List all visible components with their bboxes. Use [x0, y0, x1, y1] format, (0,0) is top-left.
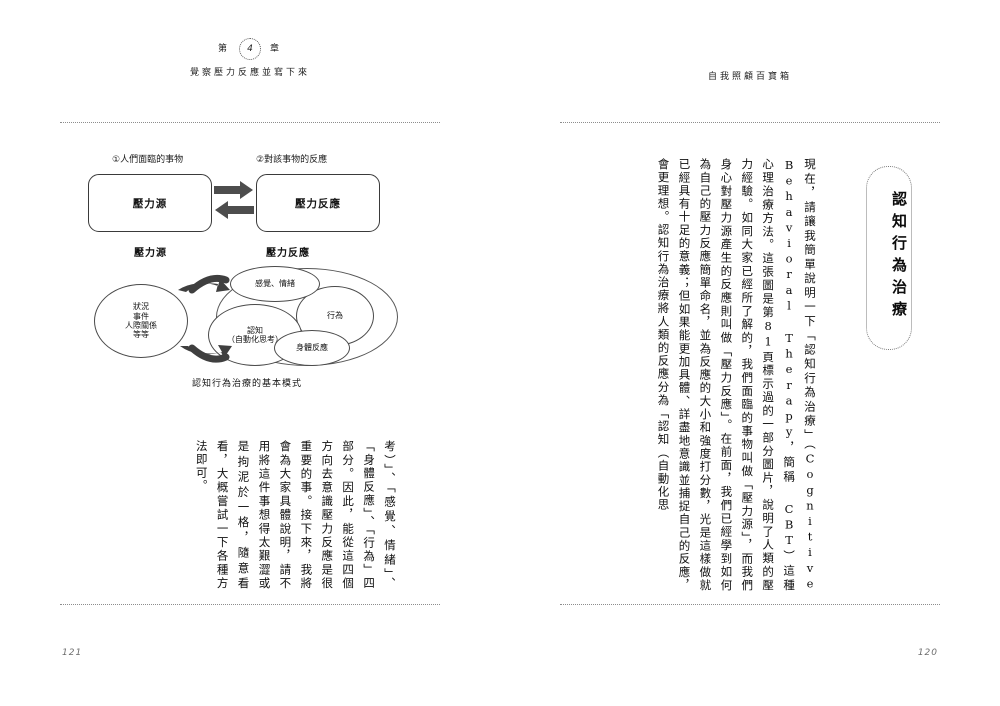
page-number-right: 120 — [917, 648, 938, 658]
figure1-label-a: ①人們面臨的事物 — [112, 155, 184, 165]
page-number-left: 121 — [62, 648, 83, 658]
page-rule-bottom-right — [560, 604, 940, 605]
page-rule-top-right — [560, 122, 940, 123]
section-title-frame — [866, 166, 912, 350]
figure-cbt-model: 壓力源 壓力反應 狀況 事件 人際關係 等等 行為 認知 （自動化思考） — [88, 244, 406, 394]
section-title: 認知行為治療 — [890, 191, 908, 323]
chapter-title: 覺察壓力反應並寫下來 — [189, 68, 310, 78]
figure2-ellipse-body-reaction: 身體反應 — [274, 330, 350, 366]
figure1-box-response: 壓力反應 — [256, 174, 380, 232]
figure2-ellipse-behavior-label: 行為 — [327, 311, 343, 321]
figure2-cycle-arrows — [178, 274, 232, 363]
figure2-ellipse-cognition-label: 認知 （自動化思考） — [227, 325, 283, 344]
figure2-ellipse-stressor-label: 狀況 事件 人際關係 等等 — [125, 302, 157, 340]
book-running-head: 自我照顧百寶箱 — [707, 72, 792, 82]
figure2-ellipse-feeling-label: 感覺、情緒 — [255, 279, 295, 289]
figure1-labels: ①人們面臨的事物 ②對該事物的反應 — [88, 152, 398, 170]
figure2-head-response: 壓力反應 — [266, 248, 310, 259]
figure-stressor-response: ①人們面臨的事物 ②對該事物的反應 壓力源 壓力反應 — [88, 152, 398, 242]
chapter-number-badge: 4 — [239, 38, 261, 60]
arrow-left-icon — [215, 201, 254, 219]
figure1-label-b: ②對該事物的反應 — [256, 155, 328, 165]
figure2-caption: 認知行為治療的基本模式 — [191, 379, 302, 389]
cycle-arrow-top-icon — [178, 279, 230, 292]
cycle-arrow-bottom-icon — [180, 345, 232, 358]
figure2-ellipse-feeling: 感覺、情緒 — [230, 266, 320, 302]
page-rule-top — [60, 122, 440, 123]
figure2-ellipse-body-label: 身體反應 — [296, 343, 328, 353]
figure1-boxes: 壓力源 壓力反應 — [88, 174, 398, 232]
chapter-prefix-label: 第 — [217, 43, 230, 54]
figure1-box-stressor: 壓力源 — [88, 174, 212, 232]
figure1-bidirectional-arrows — [214, 181, 254, 219]
figure2-ellipse-stressor-items: 狀況 事件 人際關係 等等 — [94, 284, 188, 358]
left-page-body-text: 考）」、「感覺、情緒」、「身體反應」、「行為」四部分。因此，能從這四個方向去意識… — [194, 440, 397, 590]
arrow-right-icon — [214, 181, 253, 199]
chapter-number-line: 第 4 章 — [0, 38, 500, 60]
chapter-running-head: 第 4 章 覺察壓力反應並寫下來 — [0, 38, 500, 78]
cycle-stroke-top — [188, 274, 230, 294]
page-rule-bottom — [60, 604, 440, 605]
page-left: 第 4 章 覺察壓力反應並寫下來 ①人們面臨的事物 ②對該事物的反應 壓力源 壓… — [0, 38, 500, 658]
chapter-suffix-label: 章 — [270, 43, 283, 54]
cycle-stroke-bottom — [188, 344, 230, 363]
figure2-ellipse-behavior: 行為 — [296, 286, 374, 346]
page-right: 自我照顧百寶箱 120 — [500, 0, 1000, 706]
right-page-body-text: 現在，請讓我簡單說明一下「認知行為治療」（Cognitive Behaviora… — [656, 158, 817, 592]
figure2-canvas: 狀況 事件 人際關係 等等 行為 認知 （自動化思考） 感覺、情緒 身體反應 — [88, 262, 406, 368]
figure2-head-stressor: 壓力源 — [134, 248, 167, 259]
